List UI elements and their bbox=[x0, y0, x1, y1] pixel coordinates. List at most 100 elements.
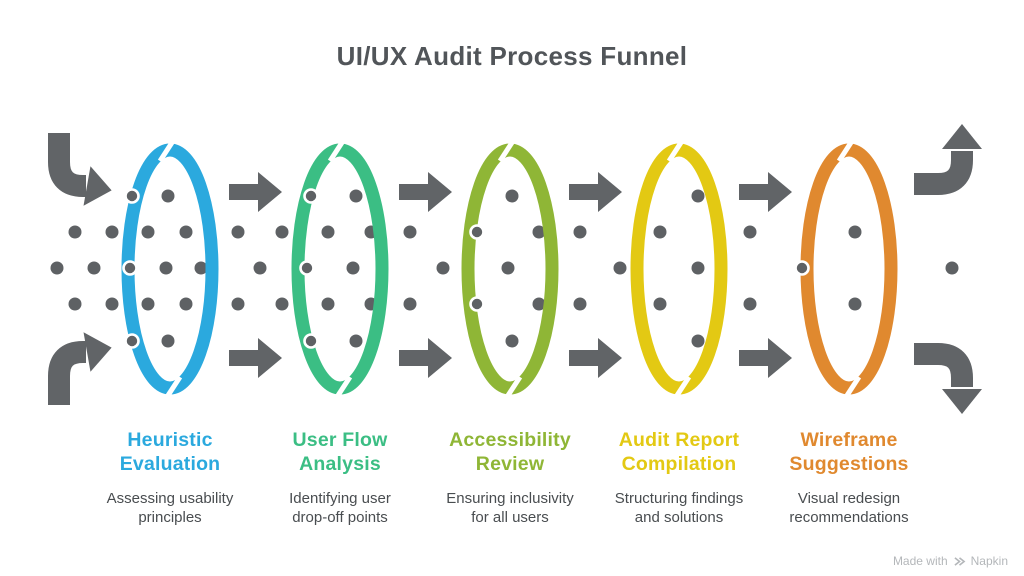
flow-dot bbox=[231, 225, 245, 239]
inflow-top-arrowhead-icon bbox=[83, 166, 112, 206]
stage-ring bbox=[800, 143, 898, 395]
flow-dot bbox=[436, 261, 450, 275]
flow-arrow-icon bbox=[569, 172, 622, 212]
ring-gap bbox=[157, 139, 176, 163]
flow-dot bbox=[179, 297, 193, 311]
ring-gap bbox=[164, 375, 183, 399]
flow-dot bbox=[159, 261, 173, 275]
stage-label-user-flow-analysis: User Flow Analysis Identifying user drop… bbox=[235, 428, 445, 527]
flow-dot bbox=[105, 297, 119, 311]
flow-dot bbox=[613, 261, 627, 275]
flow-dot bbox=[532, 225, 546, 239]
napkin-logo-icon bbox=[954, 556, 966, 566]
flow-dot bbox=[403, 297, 417, 311]
flow-dot bbox=[653, 297, 667, 311]
flow-dot bbox=[743, 297, 757, 311]
flow-dot bbox=[573, 225, 587, 239]
flow-arrow-icon bbox=[569, 338, 622, 378]
flow-dot bbox=[346, 261, 360, 275]
flow-dot bbox=[87, 261, 101, 275]
flow-dot-highlight bbox=[794, 260, 810, 276]
watermark: Made with Napkin bbox=[893, 554, 1008, 568]
flow-dot bbox=[349, 334, 363, 348]
stage-label-accessibility-review: Accessibility Review Ensuring inclusivit… bbox=[405, 428, 615, 527]
flow-dot bbox=[161, 334, 175, 348]
stage-description: Visual redesign recommendations bbox=[744, 489, 954, 527]
ring-gap bbox=[673, 375, 692, 399]
outflow-top-arrow-icon bbox=[914, 151, 973, 195]
stage-title: Accessibility Review bbox=[405, 428, 615, 476]
flow-dot-highlight bbox=[124, 188, 140, 204]
stage-desc-line: for all users bbox=[471, 509, 549, 526]
flow-dot bbox=[505, 334, 519, 348]
stage-desc-line: principles bbox=[138, 509, 202, 526]
stage-title-line: Accessibility bbox=[449, 429, 571, 451]
flow-dot-highlight bbox=[122, 260, 138, 276]
stage-title: Wireframe Suggestions bbox=[744, 428, 954, 476]
stage-desc-line: Identifying user bbox=[289, 490, 391, 507]
stage-title-line: Suggestions bbox=[789, 453, 909, 475]
flow-dot bbox=[653, 225, 667, 239]
stage-title: Heuristic Evaluation bbox=[65, 428, 275, 476]
outflow-top-arrowhead-icon bbox=[942, 124, 982, 149]
watermark-prefix: Made with bbox=[892, 554, 948, 568]
stage-desc-line: Structuring findings bbox=[614, 490, 744, 507]
flow-dot bbox=[501, 261, 515, 275]
stage-label-audit-report-compilation: Audit Report Compilation Structuring fin… bbox=[574, 428, 784, 527]
flow-dot bbox=[68, 225, 82, 239]
inflow-bottom-arrowhead-icon bbox=[83, 332, 112, 372]
flow-dot bbox=[321, 297, 335, 311]
ring-gap bbox=[666, 139, 685, 163]
flow-dot bbox=[68, 297, 82, 311]
flow-dot bbox=[945, 261, 959, 275]
ring-gap bbox=[497, 139, 516, 163]
stage-desc-line: Ensuring inclusivity bbox=[446, 490, 574, 507]
stage-description: Identifying user drop-off points bbox=[235, 489, 445, 527]
page-title: UI/UX Audit Process Funnel bbox=[336, 41, 688, 71]
stage-title-line: User Flow bbox=[292, 429, 388, 451]
flow-dot bbox=[194, 261, 208, 275]
flow-arrow-icon bbox=[739, 338, 792, 378]
flow-dot bbox=[848, 297, 862, 311]
flow-dot bbox=[275, 297, 289, 311]
stage-title: User Flow Analysis bbox=[235, 428, 445, 476]
stage-desc-line: Visual redesign bbox=[797, 490, 901, 507]
stage-title-line: Analysis bbox=[299, 453, 381, 475]
stage-title-line: Compilation bbox=[621, 453, 737, 475]
flow-dot bbox=[691, 334, 705, 348]
ring-gap bbox=[843, 375, 862, 399]
ring-gap bbox=[334, 375, 353, 399]
flow-dot bbox=[403, 225, 417, 239]
flow-dot bbox=[141, 297, 155, 311]
flow-dot bbox=[743, 225, 757, 239]
flow-dot bbox=[573, 297, 587, 311]
stage-ring bbox=[630, 143, 728, 395]
flow-dot bbox=[532, 297, 546, 311]
flow-arrow-icon bbox=[229, 338, 282, 378]
stage-title: Audit Report Compilation bbox=[574, 428, 784, 476]
flow-dot bbox=[231, 297, 245, 311]
outflow-bottom-arrowhead-icon bbox=[942, 389, 982, 414]
flow-dot bbox=[321, 225, 335, 239]
flow-dot bbox=[691, 261, 705, 275]
flow-arrow-icon bbox=[399, 338, 452, 378]
flow-arrow-icon bbox=[229, 172, 282, 212]
flow-dot bbox=[161, 189, 175, 203]
stage-description: Structuring findings and solutions bbox=[574, 489, 784, 527]
flow-dot-highlight bbox=[469, 296, 485, 312]
stage-desc-line: recommendations bbox=[789, 509, 909, 526]
flow-dot bbox=[105, 225, 119, 239]
ring-gap bbox=[327, 139, 346, 163]
flow-dot bbox=[848, 225, 862, 239]
outflow-bottom-arrow-icon bbox=[914, 343, 973, 387]
flow-arrow-icon bbox=[739, 172, 792, 212]
stage-desc-line: and solutions bbox=[634, 509, 724, 526]
watermark-brand: Napkin bbox=[970, 554, 1008, 568]
inflow-bottom-arrow-icon bbox=[48, 341, 86, 405]
flow-dot bbox=[179, 225, 193, 239]
flow-dot-highlight bbox=[303, 188, 319, 204]
stage-label-heuristic-evaluation: Heuristic Evaluation Assessing usability… bbox=[65, 428, 275, 527]
flow-dot bbox=[50, 261, 64, 275]
